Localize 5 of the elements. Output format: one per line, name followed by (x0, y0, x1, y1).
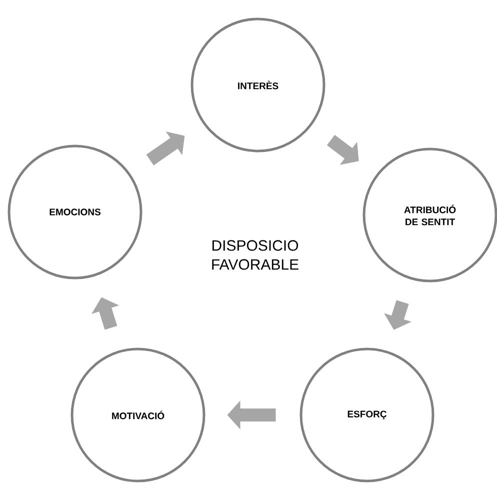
circle-node: INTERÈS (190, 18, 326, 152)
circle-node: MOTIVACIÓ (70, 348, 206, 482)
circle-node: EMOCIONS (8, 144, 142, 280)
circle-node: ESFORÇ (300, 348, 434, 482)
center-label: DISPOSICIO FAVORABLE (212, 240, 298, 270)
